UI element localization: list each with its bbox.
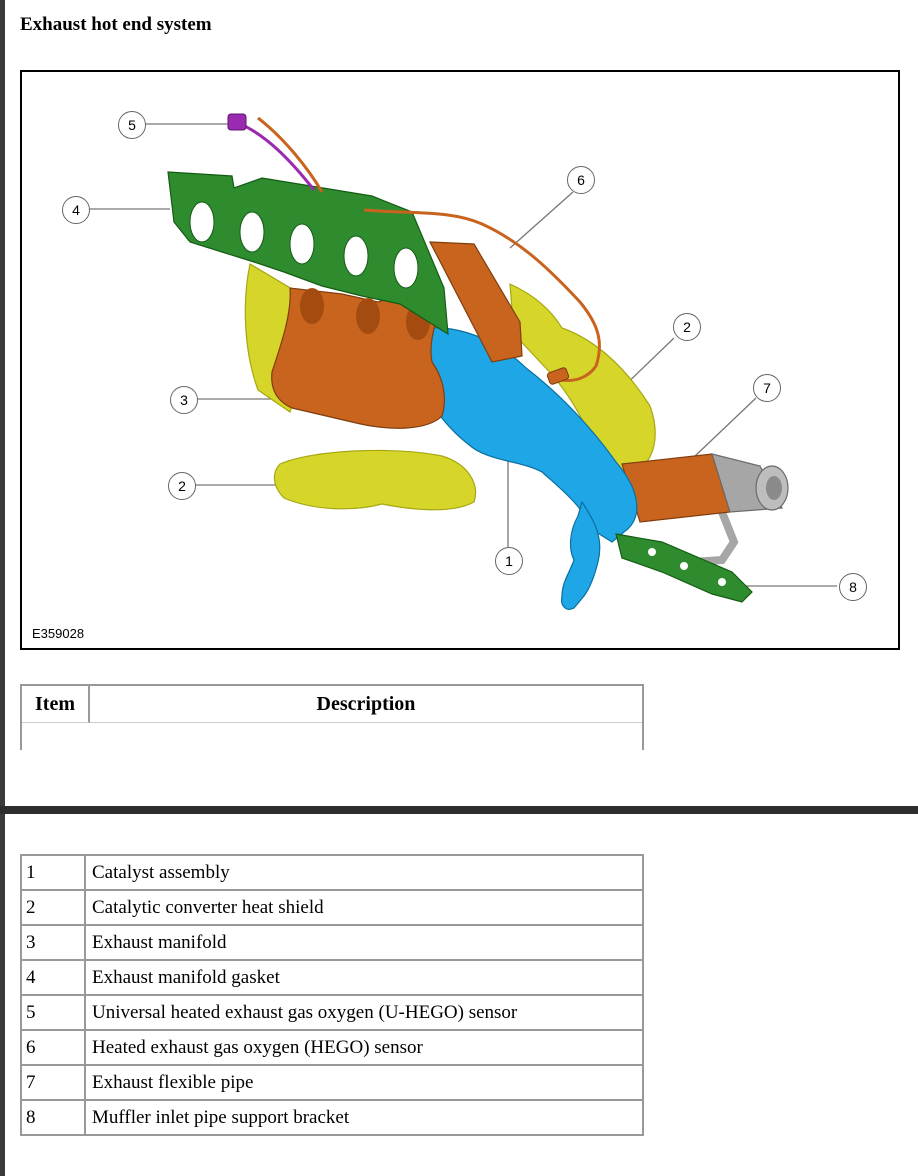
upper-heat-shield [244, 263, 656, 475]
lower-heat-shield [273, 449, 476, 511]
item-number: 5 [20, 994, 86, 1031]
leader-line-6 [509, 191, 574, 249]
item-number: 1 [20, 854, 86, 891]
u-hego-sensor-wire-2 [257, 116, 324, 193]
item-number: 2 [20, 889, 86, 926]
callout-7: 7 [753, 374, 781, 402]
callout-1: 1 [495, 547, 523, 575]
header-item: Item [22, 686, 90, 723]
item-number: 8 [20, 1099, 86, 1136]
table-header: Item Description [20, 684, 644, 750]
item-number: 6 [20, 1029, 86, 1066]
callout-2-upper: 2 [673, 313, 701, 341]
item-description: Exhaust flexible pipe [84, 1064, 644, 1101]
flex-pipe-body [621, 453, 731, 523]
left-rule-top [0, 0, 5, 806]
item-number: 4 [20, 959, 86, 996]
item-description: Exhaust manifold [84, 924, 644, 961]
callout-8: 8 [839, 573, 867, 601]
item-description: Muffler inlet pipe support bracket [84, 1099, 644, 1136]
item-number: 7 [20, 1064, 86, 1101]
callout-2-lower: 2 [168, 472, 196, 500]
manifold-flange [428, 241, 523, 363]
leader-line-7 [693, 397, 757, 458]
callout-6: 6 [567, 166, 595, 194]
item-description: Catalytic converter heat shield [84, 889, 644, 926]
callout-3: 3 [170, 386, 198, 414]
exhaust-illustration [88, 113, 837, 610]
item-description: Universal heated exhaust gas oxygen (U-H… [84, 994, 644, 1031]
item-description: Exhaust manifold gasket [84, 959, 644, 996]
catalyst-body [409, 327, 638, 543]
exhaust-diagram: 5 4 6 2 3 7 2 1 8 E359028 [20, 70, 900, 650]
header-description: Description [90, 686, 642, 723]
callout-5: 5 [118, 111, 146, 139]
item-description: Catalyst assembly [84, 854, 644, 891]
item-description: Heated exhaust gas oxygen (HEGO) sensor [84, 1029, 644, 1066]
page-title: Exhaust hot end system [20, 14, 212, 35]
catalyst-bracket [561, 500, 601, 610]
figure-id: E359028 [32, 626, 85, 641]
item-number: 3 [20, 924, 86, 961]
hego-sensor-wire [363, 208, 601, 382]
page-break [0, 806, 918, 814]
left-rule-bottom [0, 814, 5, 1176]
callout-4: 4 [62, 196, 90, 224]
